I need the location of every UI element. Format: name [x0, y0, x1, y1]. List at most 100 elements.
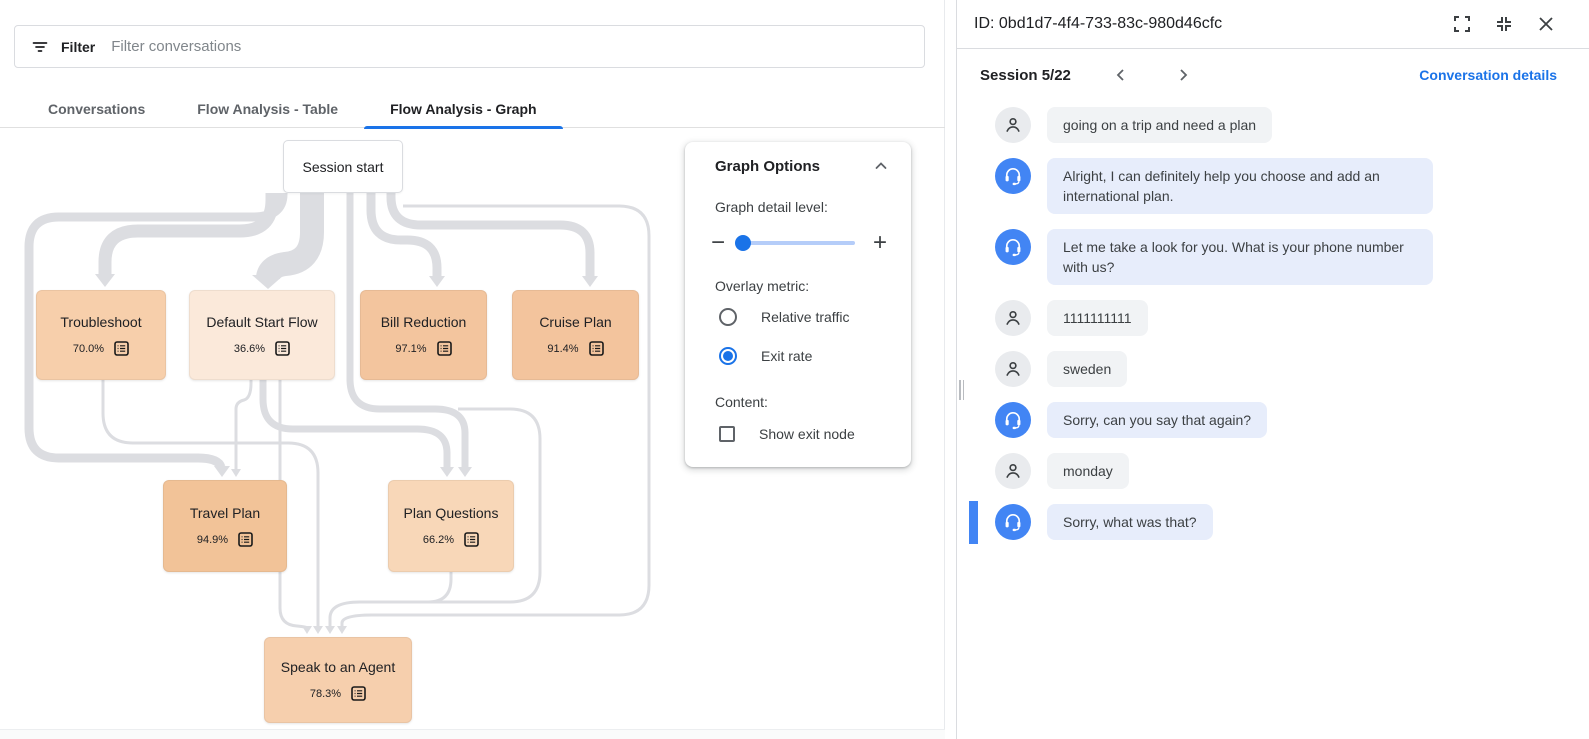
message-row: Alright, I can definitely help you choos…	[995, 158, 1565, 214]
flow-node-title: Speak to an Agent	[280, 659, 396, 675]
filter-label: Filter	[61, 38, 96, 55]
detail-level-slider-row: − +	[709, 230, 891, 256]
message-row: sweden	[995, 351, 1565, 387]
node-details-icon[interactable]	[588, 341, 604, 356]
filter-input-placeholder[interactable]: Filter conversations	[111, 38, 242, 55]
exit-rate-value: 94.9%	[196, 533, 229, 546]
exit-rate-value: 78.3%	[309, 687, 342, 700]
message-list: going on a trip and need a plan Alright,…	[957, 101, 1589, 739]
flow-node-title: Session start	[302, 158, 384, 175]
flow-node-travel-plan[interactable]: Travel Plan 94.9%	[163, 480, 287, 572]
previous-session-chevron-left-icon[interactable]	[1113, 67, 1129, 83]
close-icon[interactable]	[1537, 15, 1555, 33]
show-exit-node-option[interactable]: Show exit node	[719, 421, 855, 447]
conversation-header: ID: 0bd1d7-4f4-733-83c-980d46cfc	[957, 0, 1589, 49]
agent-headset-avatar	[995, 504, 1031, 540]
message-row: Let me take a look for you. What is your…	[995, 229, 1565, 285]
flow-node-title: Bill Reduction	[380, 314, 467, 330]
flow-node-title: Troubleshoot	[60, 314, 142, 330]
graph-bottom-strip	[0, 729, 945, 739]
radio-exit-rate[interactable]: Exit rate	[719, 343, 812, 369]
flow-node-title: Travel Plan	[189, 505, 261, 521]
flow-node-default-start-flow[interactable]: Default Start Flow 36.6%	[189, 290, 335, 380]
conversation-id-title: ID: 0bd1d7-4f4-733-83c-980d46cfc	[974, 15, 1223, 32]
next-session-chevron-right-icon[interactable]	[1175, 67, 1191, 83]
slider-increase-button[interactable]: +	[872, 229, 887, 256]
detail-level-label: Graph detail level:	[715, 199, 828, 215]
flow-node-troubleshoot[interactable]: Troubleshoot 70.0%	[36, 290, 166, 380]
checkbox-icon[interactable]	[719, 426, 735, 442]
radio-selected-icon[interactable]	[719, 347, 737, 365]
exit-rate-value: 66.2%	[422, 533, 455, 546]
message-row: going on a trip and need a plan	[995, 107, 1565, 143]
filter-bar[interactable]: Filter Filter conversations	[14, 25, 925, 68]
flow-edges	[24, 193, 651, 634]
radio-label: Exit rate	[761, 348, 813, 364]
tab-label: Conversations	[48, 101, 146, 117]
user-avatar	[995, 453, 1031, 489]
node-details-icon[interactable]	[238, 532, 253, 547]
content-label: Content:	[715, 394, 768, 410]
filter-icon	[31, 38, 49, 56]
message-bubble: 1111111111	[1047, 300, 1148, 336]
node-details-icon[interactable]	[464, 532, 479, 547]
radio-icon[interactable]	[719, 308, 737, 326]
exit-rate-value: 97.1%	[395, 342, 427, 355]
user-avatar	[995, 351, 1031, 387]
slider-thumb[interactable]	[735, 235, 751, 251]
tab-label: Flow Analysis - Table	[197, 101, 339, 117]
message-bubble: monday	[1047, 453, 1129, 489]
detail-level-slider[interactable]	[735, 235, 855, 251]
message-row: Sorry, can you say that again?	[995, 402, 1565, 438]
conversation-details-link[interactable]: Conversation details	[1419, 67, 1557, 83]
session-nav-row: Session 5/22 Conversation details	[957, 49, 1589, 101]
fullscreen-icon[interactable]	[1453, 15, 1471, 33]
collapse-chevron-up-icon[interactable]	[873, 158, 889, 174]
tab-bar: Conversations Flow Analysis - Table Flow…	[0, 90, 945, 129]
flow-node-bill-reduction[interactable]: Bill Reduction 97.1%	[360, 290, 487, 380]
exit-rate-value: 70.0%	[72, 342, 105, 355]
exit-rate-value: 91.4%	[547, 342, 579, 355]
radio-label: Relative traffic	[761, 309, 850, 325]
tab-label: Flow Analysis - Graph	[390, 101, 537, 117]
flow-node-plan-questions[interactable]: Plan Questions 66.2%	[388, 480, 514, 572]
graph-options-panel: Graph Options Graph detail level: − + Ov…	[685, 142, 911, 467]
message-bubble: Alright, I can definitely help you choos…	[1047, 158, 1433, 214]
radio-relative-traffic[interactable]: Relative traffic	[719, 304, 849, 330]
exit-rate-value: 36.6%	[233, 342, 266, 355]
message-bubble: Let me take a look for you. What is your…	[1047, 229, 1433, 285]
node-details-icon[interactable]	[275, 341, 290, 356]
flow-node-speak-to-an-agent[interactable]: Speak to an Agent 78.3%	[264, 637, 412, 723]
message-row-highlighted: Sorry, what was that?	[969, 501, 1565, 544]
tab-conversations[interactable]: Conversations	[22, 90, 171, 128]
flow-node-title: Cruise Plan	[539, 314, 612, 330]
agent-headset-avatar	[995, 402, 1031, 438]
graph-options-title: Graph Options	[715, 158, 820, 175]
message-row: monday	[995, 453, 1565, 489]
message-bubble: Sorry, can you say that again?	[1047, 402, 1268, 438]
flow-analysis-panel: Filter Filter conversations Conversation…	[0, 0, 945, 739]
tab-flow-analysis-graph[interactable]: Flow Analysis - Graph	[364, 90, 563, 129]
overlay-metric-label: Overlay metric:	[715, 278, 810, 294]
flow-node-cruise-plan[interactable]: Cruise Plan 91.4%	[512, 290, 639, 380]
node-details-icon[interactable]	[114, 341, 129, 356]
message-bubble: sweden	[1047, 351, 1128, 387]
message-bubble: going on a trip and need a plan	[1047, 107, 1273, 143]
tab-flow-analysis-table[interactable]: Flow Analysis - Table	[171, 90, 364, 128]
node-details-icon[interactable]	[351, 686, 366, 701]
agent-headset-avatar	[995, 158, 1031, 194]
flow-node-title: Plan Questions	[403, 505, 499, 521]
session-counter: Session 5/22	[980, 66, 1071, 84]
node-details-icon[interactable]	[436, 341, 452, 356]
panel-resize-handle[interactable]	[959, 380, 966, 400]
conversation-detail-panel: ID: 0bd1d7-4f4-733-83c-980d46cfc Session…	[956, 0, 1589, 739]
fullscreen-exit-icon[interactable]	[1495, 15, 1513, 33]
message-bubble: Sorry, what was that?	[1047, 504, 1213, 540]
message-row: 1111111111	[995, 300, 1565, 336]
flow-node-title: Default Start Flow	[206, 314, 318, 330]
checkbox-label: Show exit node	[759, 426, 855, 442]
slider-decrease-button[interactable]: −	[710, 229, 725, 256]
user-avatar	[995, 300, 1031, 336]
user-avatar	[995, 107, 1031, 143]
flow-node-session-start[interactable]: Session start	[283, 140, 403, 193]
